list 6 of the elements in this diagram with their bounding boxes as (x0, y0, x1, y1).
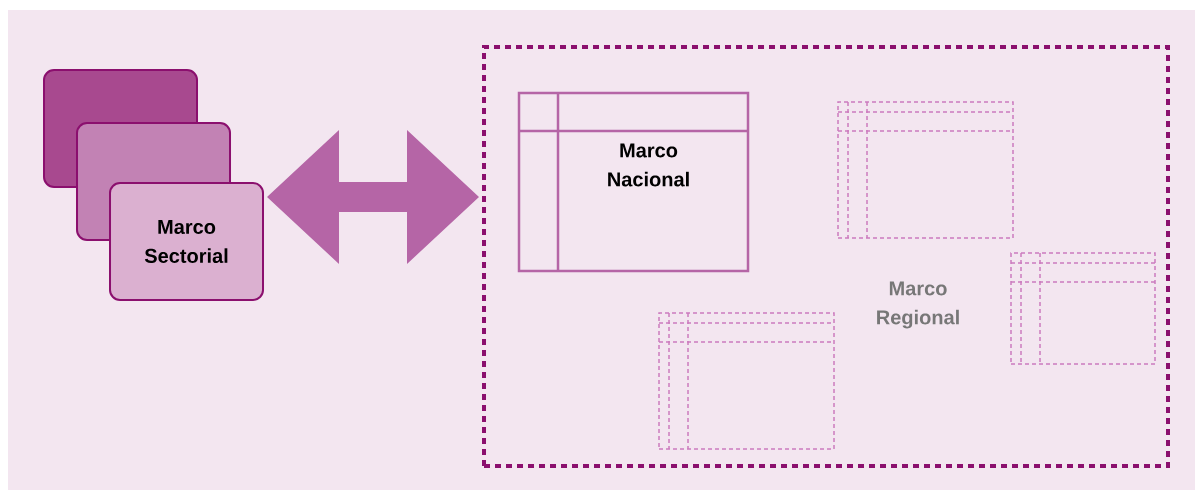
dashed-window-box (658, 312, 835, 450)
double-arrow (267, 130, 479, 264)
dashed-window-box (837, 101, 1014, 239)
card-box: Marco Sectorial (109, 182, 264, 301)
window-box: Marco Nacional (517, 91, 750, 273)
dashed-window-box (1010, 252, 1156, 365)
